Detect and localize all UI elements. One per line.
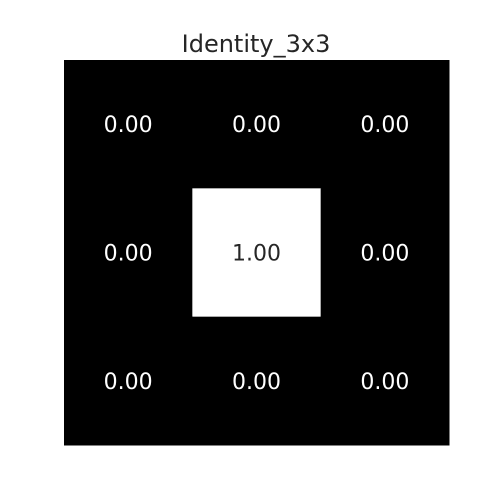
heatmap-cell-labels: 0.00 0.00 0.00 0.00 1.00 0.00 0.00 0.00 0.00 — [104, 113, 410, 395]
heatmap-cell-r1-c2 — [320, 188, 450, 318]
cell-value-label-r1-c1: 1.00 — [232, 242, 281, 267]
cell-value-label-r1-c0: 0.00 — [104, 242, 153, 267]
cell-value-label-r2-c0: 0.00 — [104, 370, 153, 395]
heatmap-cell-r0-c0 — [64, 60, 193, 189]
cell-value-label-r1-c2: 0.00 — [360, 242, 409, 267]
cell-value-label-r0-c0: 0.00 — [104, 113, 153, 138]
heatmap-cell-r0-c2 — [320, 60, 450, 189]
heatmap-cell-r1-c0 — [64, 188, 193, 318]
heatmap-cells — [64, 60, 450, 446]
cell-value-label-r2-c1: 0.00 — [232, 370, 281, 395]
heatmap-cell-r2-c2 — [320, 316, 450, 446]
heatmap-cell-r2-c1 — [192, 316, 322, 446]
cell-value-label-r0-c1: 0.00 — [232, 113, 281, 138]
cell-value-label-r0-c2: 0.00 — [360, 113, 409, 138]
cell-value-label-r2-c2: 0.00 — [360, 370, 409, 395]
heatmap-cell-r1-c1 — [192, 188, 322, 318]
heatmap-cell-r0-c1 — [192, 60, 322, 189]
chart-title: Identity_3x3 — [182, 30, 331, 58]
heatmap-cell-r2-c0 — [64, 316, 193, 446]
